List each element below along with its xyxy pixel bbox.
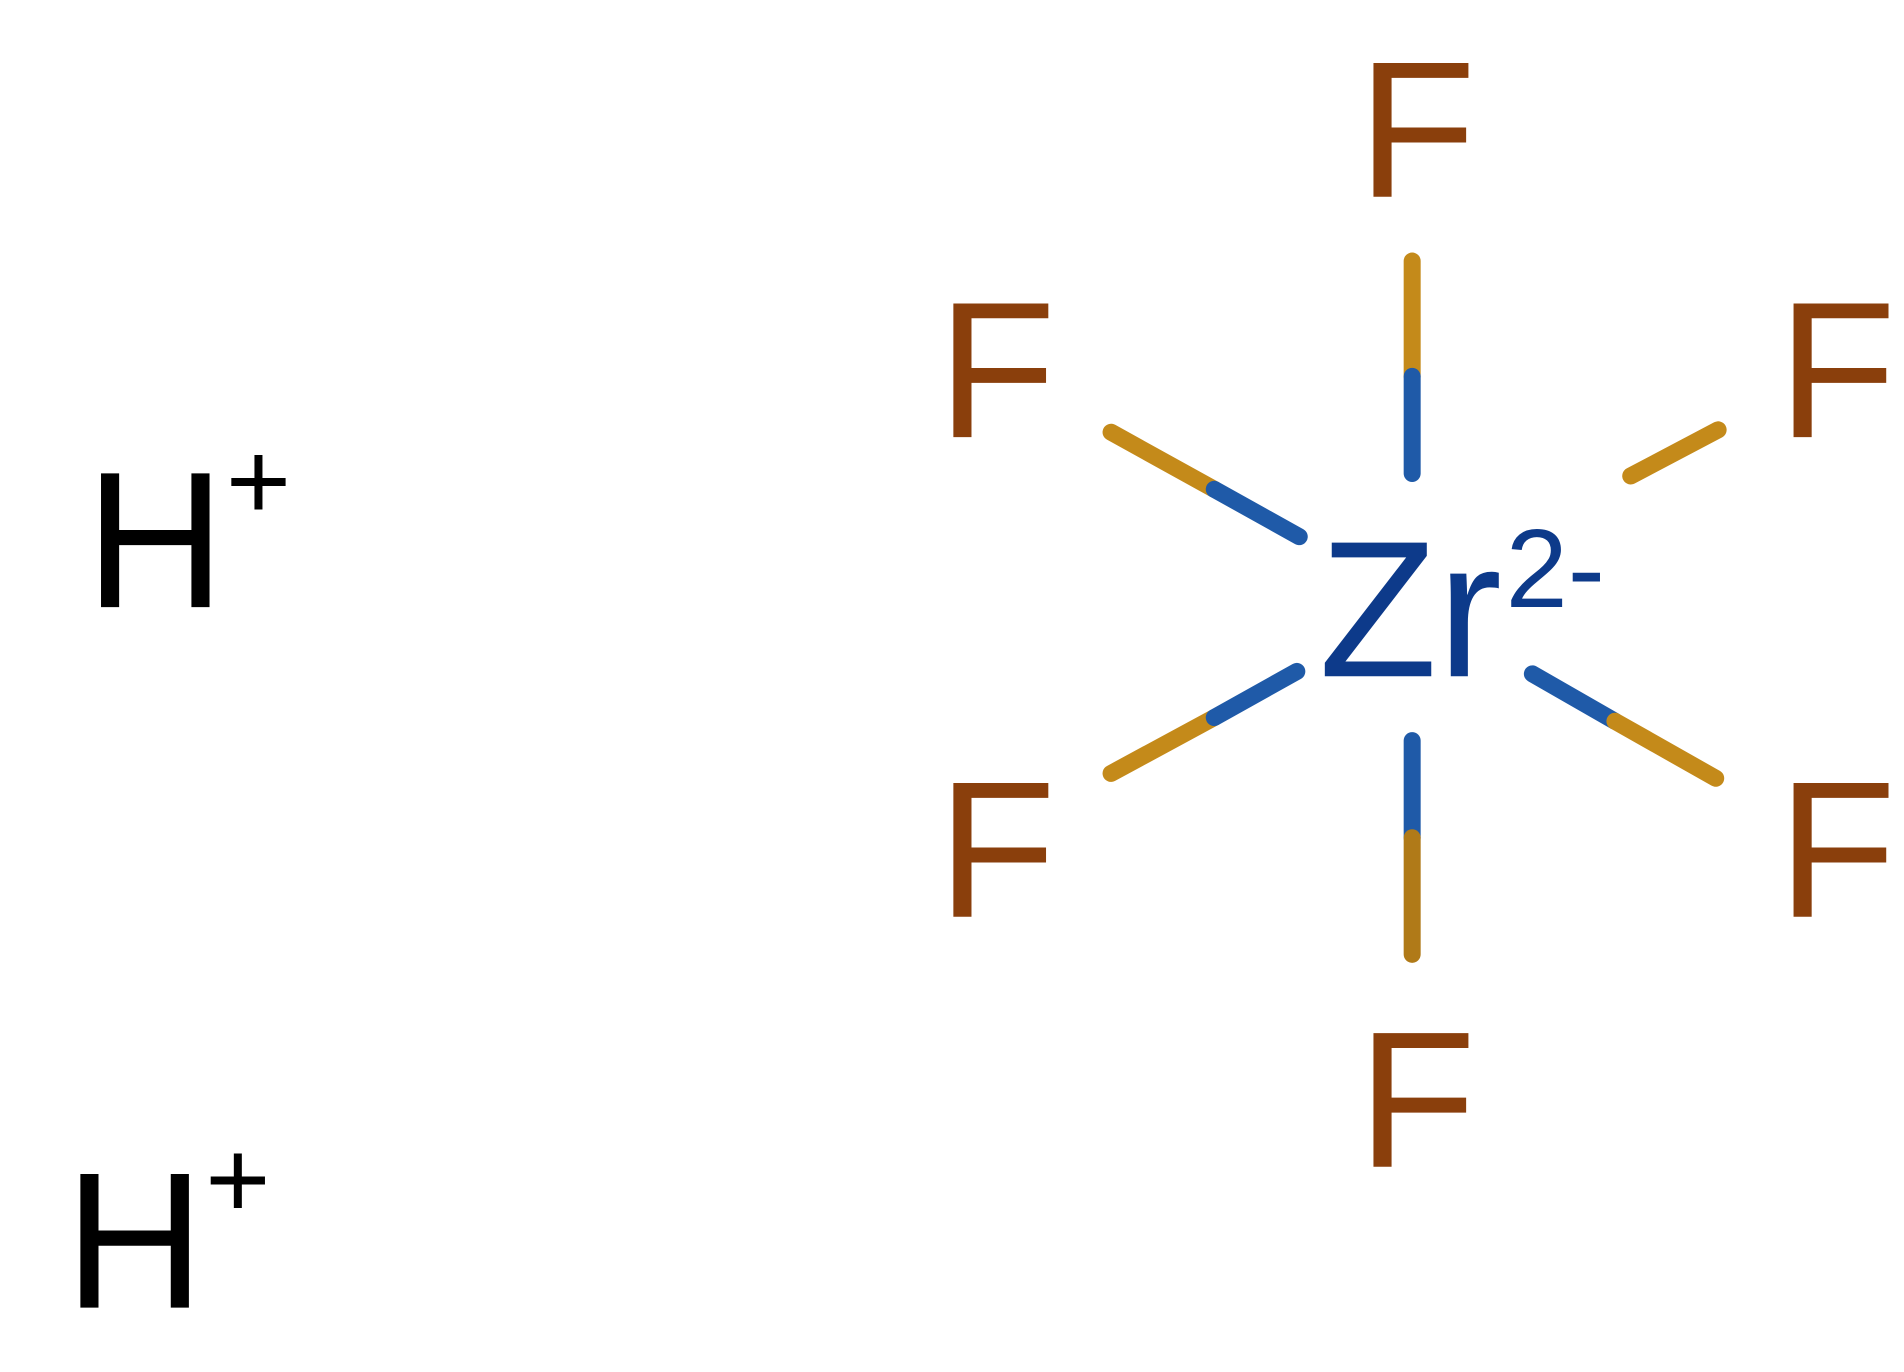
bonds bbox=[1102, 252, 1727, 963]
hydrogen-cation-1: H bbox=[85, 432, 225, 649]
fluorine-upper-right: F bbox=[1778, 262, 1897, 479]
bond-upper-right-f bbox=[1622, 421, 1727, 485]
fluorine-lower-left: F bbox=[937, 742, 1056, 959]
fluorine-upper-left: F bbox=[937, 262, 1056, 479]
hydrogen-charge-1: + bbox=[226, 419, 291, 544]
bond-upper-left-zr bbox=[1205, 480, 1308, 546]
fluorine-lower-right: F bbox=[1778, 742, 1897, 959]
bond-lower-left-f bbox=[1102, 709, 1223, 782]
bond-upper-left-f bbox=[1102, 423, 1223, 498]
zirconium-atom: Zr bbox=[1319, 501, 1502, 718]
fluorine-bottom: F bbox=[1358, 992, 1477, 1209]
fluorine-top: F bbox=[1358, 22, 1477, 239]
bond-lower-left-zr bbox=[1205, 662, 1306, 727]
hydrogen-cation-2: H bbox=[64, 1133, 204, 1350]
hydrogen-charge-2: + bbox=[205, 1117, 270, 1242]
fluorine-atoms: F F F F F F bbox=[937, 22, 1896, 1209]
zirconium-charge: 2- bbox=[1506, 506, 1605, 631]
bond-lower-right-f bbox=[1606, 712, 1725, 787]
bond-lower-right-zr bbox=[1523, 665, 1624, 730]
